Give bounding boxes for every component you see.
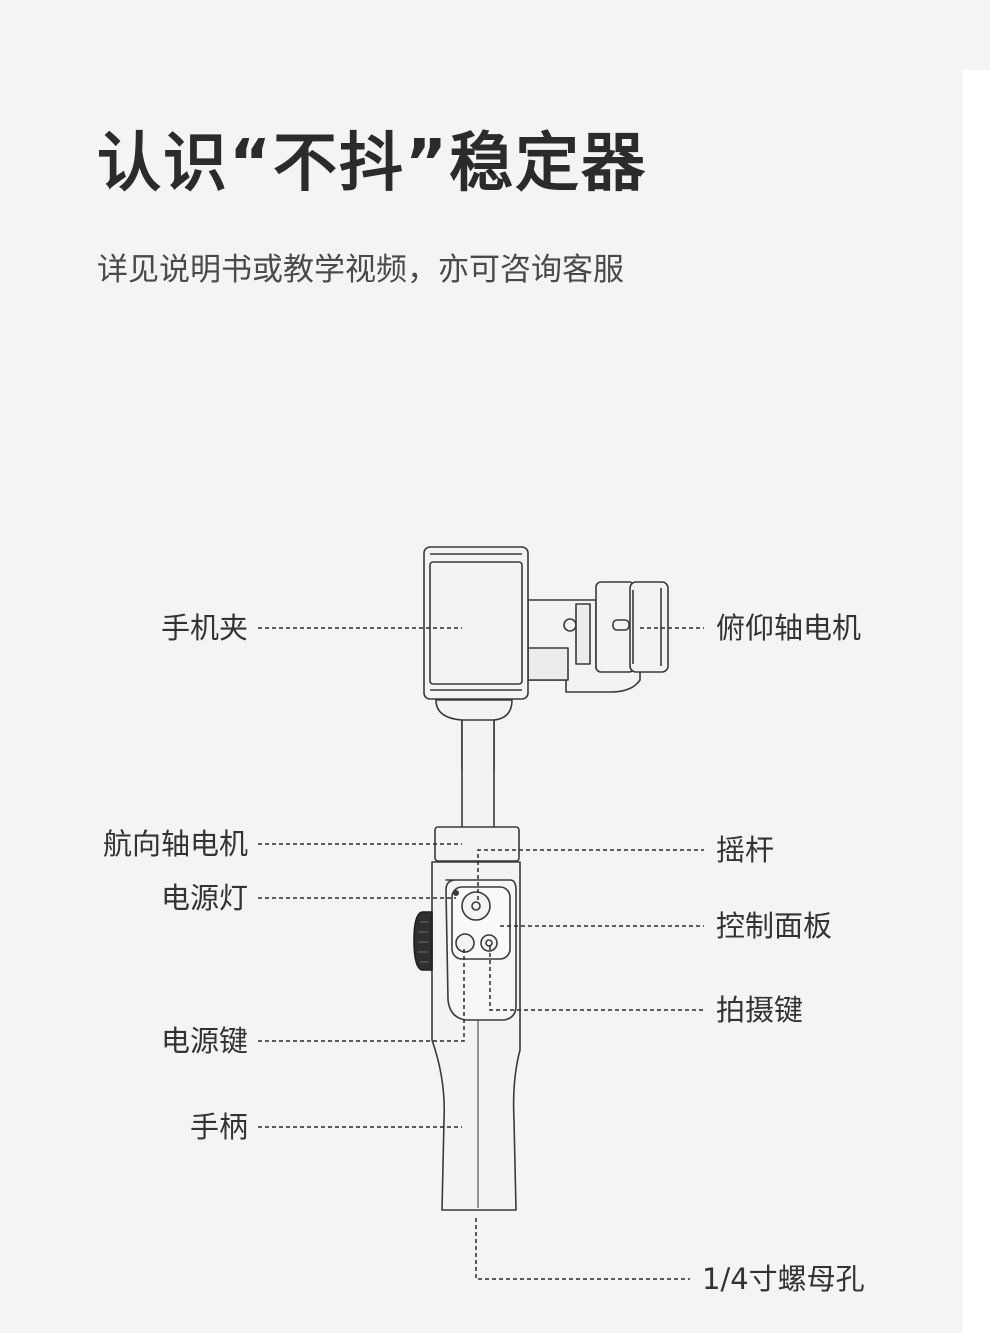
tilt-arm-plate <box>527 647 569 681</box>
tilt-arm-slot <box>575 603 591 665</box>
label-joystick: 摇杆 <box>716 833 775 867</box>
tilt-motor-cap <box>629 581 669 673</box>
right-edge-strip <box>962 70 990 1333</box>
label-power-button: 电源键 <box>160 1024 248 1058</box>
label-control-panel: 控制面板 <box>716 909 833 943</box>
label-tilt-motor: 俯仰轴电机 <box>716 611 862 645</box>
label-handle: 手柄 <box>189 1110 248 1144</box>
leader-joystick <box>477 849 704 900</box>
label-shutter-button: 拍摄键 <box>716 993 804 1027</box>
label-pan-motor: 航向轴电机 <box>102 827 248 861</box>
tilt-motor-mark <box>612 619 630 631</box>
power-light <box>452 889 459 896</box>
page-subtitle: 详见说明书或教学视频，亦可咨询客服 <box>97 252 624 288</box>
phone-clamp-inner <box>429 561 523 685</box>
label-screw-hole: 1/4寸螺母孔 <box>702 1262 865 1296</box>
label-phone-clamp: 手机夹 <box>160 611 248 645</box>
leader-power-button <box>258 946 465 1042</box>
power-button <box>455 933 475 953</box>
label-power-light: 电源灯 <box>160 881 248 915</box>
zoom-wheel <box>413 911 433 971</box>
gimbal-device <box>413 546 669 1211</box>
tilt-arm-screw <box>563 618 577 632</box>
page-title: 认识“不抖”稳定器 <box>97 127 648 201</box>
leader-lines <box>258 627 704 1280</box>
leader-screw-hole <box>475 1218 690 1280</box>
extension-rod <box>461 719 495 829</box>
leader-shutter-button <box>489 946 704 1011</box>
